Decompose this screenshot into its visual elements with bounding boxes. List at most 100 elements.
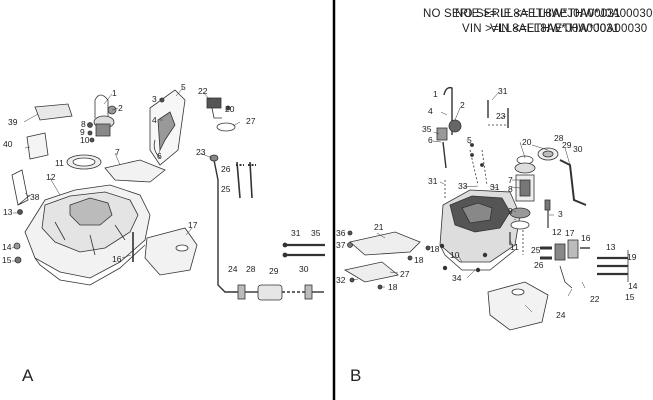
pad-40 <box>26 132 49 160</box>
callout-b-35: 35 <box>422 124 432 134</box>
callout-a-31: 31 <box>291 228 301 238</box>
callout-b-15: 15 <box>625 292 635 302</box>
callout-a-29: 29 <box>269 266 279 276</box>
callout-b-10: 10 <box>450 250 460 260</box>
callout-b-18-c: 18 <box>388 282 398 292</box>
callout-b-9: 9 <box>508 206 513 216</box>
callout-a-20: 20 <box>225 104 235 114</box>
callout-a-8: 8 <box>81 119 86 129</box>
callout-b-25: 25 <box>531 245 541 255</box>
panel-b-label: B <box>350 366 362 385</box>
callout-b-19: 19 <box>627 252 637 262</box>
callout-a-22: 22 <box>198 86 208 96</box>
callout-a-39: 39 <box>8 117 18 127</box>
cover-27 <box>343 261 399 283</box>
callout-b-31-a: 31 <box>498 86 508 96</box>
hose-group-b <box>540 239 590 289</box>
callout-b-8: 8 <box>508 184 513 194</box>
plate-24 <box>487 281 549 331</box>
nut-14 <box>13 242 21 250</box>
callout-a-13: 13 <box>3 207 13 217</box>
fuel-tank-a <box>24 184 151 286</box>
callout-b-28: 28 <box>554 133 564 143</box>
callout-a-27: 27 <box>246 116 256 126</box>
callout-b-34: 34 <box>452 273 462 283</box>
callout-b-21: 21 <box>374 222 384 232</box>
cover-21 <box>349 231 421 256</box>
ring-11 <box>66 154 102 170</box>
callout-b-2: 2 <box>460 100 465 110</box>
panel-a-label: A <box>22 366 34 385</box>
hose-23-fitting <box>209 154 219 162</box>
hose-23 <box>213 159 245 293</box>
callout-b-4: 4 <box>428 106 433 116</box>
callout-a-15: 15 <box>2 255 12 265</box>
callout-a-7: 7 <box>115 147 120 157</box>
callout-a-2: 2 <box>118 103 123 113</box>
fuel-tank-b <box>439 189 521 271</box>
callout-b-20: 20 <box>522 137 532 147</box>
callout-a-9: 9 <box>80 127 85 137</box>
cap-and-pipe-b <box>537 147 587 206</box>
callout-b-16: 16 <box>581 233 591 243</box>
callout-b-31-b: 31 <box>428 176 438 186</box>
callout-a-14: 14 <box>2 242 12 252</box>
panel-b-serial-header: NO SERIE >= LL8AETHW*J0A00031 <box>423 8 621 20</box>
callout-b-14: 14 <box>628 281 638 291</box>
pump-unit-b <box>509 155 551 255</box>
leaders-b <box>351 91 586 313</box>
callout-b-17: 17 <box>565 228 575 238</box>
callout-b-5: 5 <box>467 135 472 145</box>
plate-17 <box>144 227 198 276</box>
callout-a-25: 25 <box>221 184 231 194</box>
callout-b-18-a: 18 <box>430 244 440 254</box>
fuel-filter-line-a <box>237 284 324 301</box>
callout-b-18-b: 18 <box>414 255 424 265</box>
callout-b-33: 33 <box>458 181 468 191</box>
pipe-assembly-b <box>436 86 462 169</box>
callout-b-31-c: 31 <box>490 182 500 192</box>
hoses-31-35 <box>282 242 325 258</box>
callout-b-36: 36 <box>336 228 346 238</box>
callout-a-35: 35 <box>311 228 321 238</box>
callout-b-32: 32 <box>336 275 346 285</box>
callout-a-11: 11 <box>55 158 64 168</box>
callout-a-6: 6 <box>157 151 162 161</box>
callout-a-30: 30 <box>299 264 309 274</box>
plate-17-hole <box>175 244 189 252</box>
callout-a-23: 23 <box>196 147 206 157</box>
callout-a-24: 24 <box>228 264 238 274</box>
panel-b-vin-header: VIN >=LL8AETHW*J0A00031 <box>462 23 620 35</box>
callout-a-3: 3 <box>152 94 157 104</box>
screw-13 <box>17 209 23 215</box>
callout-a-28: 28 <box>246 264 256 274</box>
callout-b-13: 13 <box>606 242 616 252</box>
leaders-a <box>11 87 241 262</box>
callout-a-12: 12 <box>46 172 56 182</box>
panel-a-serial-header: NO SERIE <= LL8AETHW*J0A00030 <box>455 8 653 20</box>
panel-a-vin-header: VIN <=LL8AETHW*J0A00030 <box>490 23 648 35</box>
bracket-7 <box>104 159 166 183</box>
mounts-34 <box>439 243 488 273</box>
callout-b-37: 37 <box>336 240 346 250</box>
callouts-panel-a: 1 2 3 4 5 6 7 8 9 10 11 12 13 14 15 16 1… <box>2 82 321 276</box>
fastener-36 <box>347 230 353 236</box>
bracket-39 <box>34 103 73 121</box>
callout-b-11: 11 <box>510 242 519 252</box>
panel-a-drawing <box>11 87 325 301</box>
callout-a-10: 10 <box>80 135 90 145</box>
callout-b-3: 3 <box>558 209 563 219</box>
callout-b-6: 6 <box>428 135 433 145</box>
callout-a-17: 17 <box>188 220 198 230</box>
callout-a-4: 4 <box>152 115 157 125</box>
callout-b-24: 24 <box>556 310 566 320</box>
callout-a-16: 16 <box>112 254 122 264</box>
fastener-37 <box>347 242 353 248</box>
callout-b-22: 22 <box>590 294 600 304</box>
callout-b-29: 29 <box>562 140 572 150</box>
pump-assembly-a <box>87 94 117 143</box>
sender-assembly-a <box>149 89 186 166</box>
callout-a-5: 5 <box>181 82 186 92</box>
